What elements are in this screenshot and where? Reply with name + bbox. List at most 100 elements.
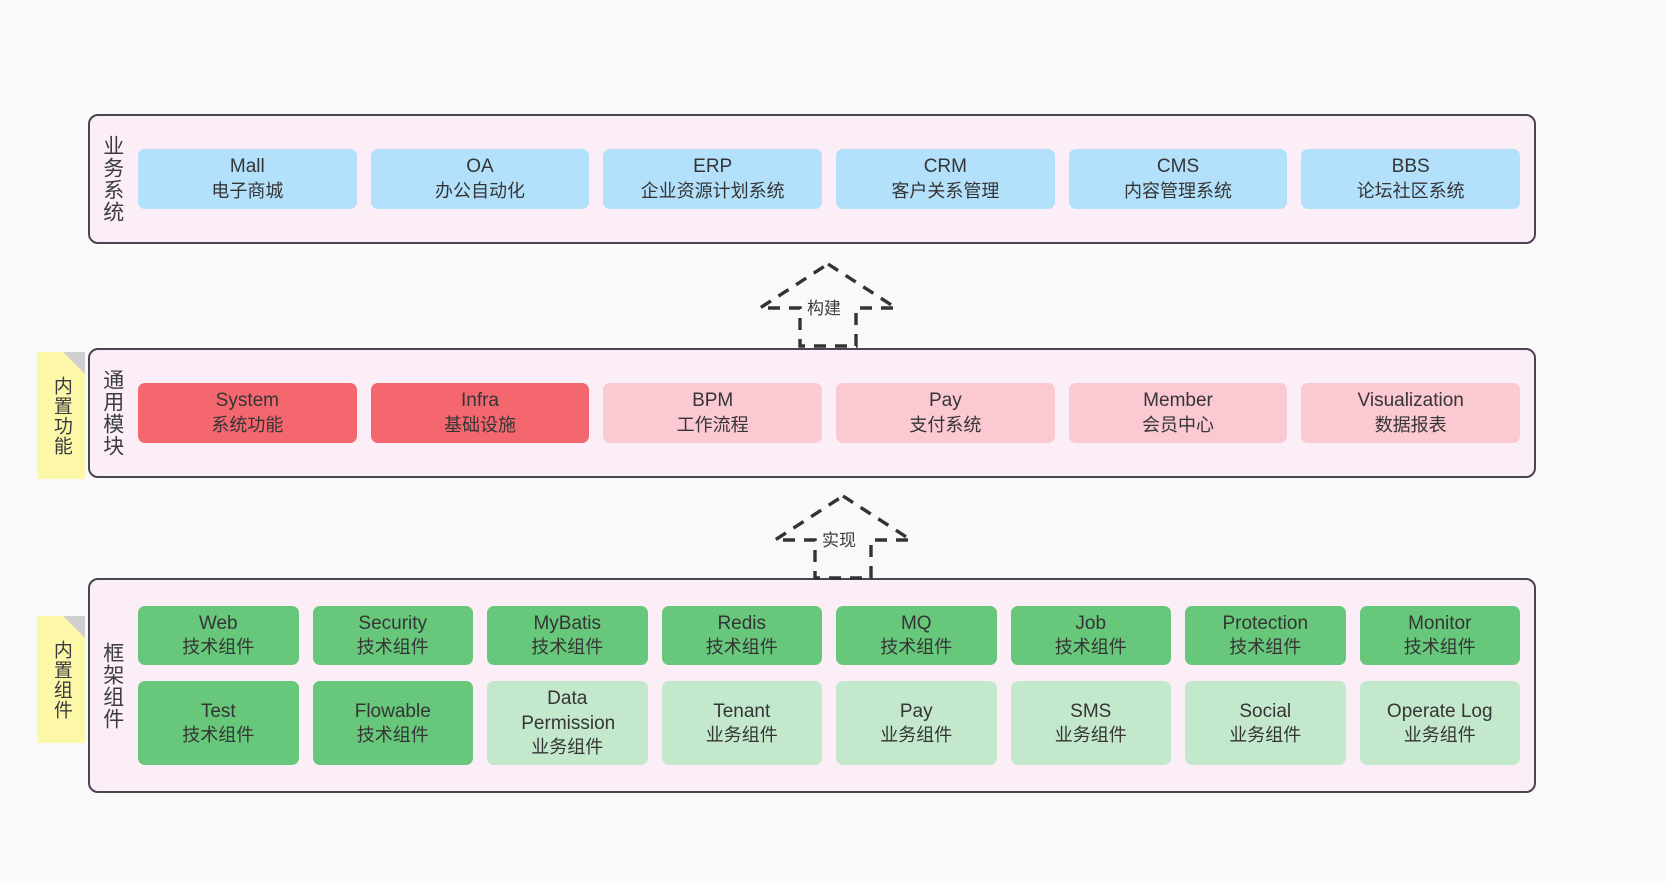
layer-common-modules: 通用模块 System 系统功能 Infra 基础设施 BPM 工作流程 Pay…: [88, 348, 1536, 478]
node-title: Member: [1143, 390, 1213, 412]
node-bbs[interactable]: BBS 论坛社区系统: [1301, 149, 1521, 209]
node-system[interactable]: System 系统功能: [138, 383, 357, 443]
node-pay-business[interactable]: Pay 业务组件: [836, 681, 997, 765]
node-title: ERP: [693, 156, 733, 178]
node-cms[interactable]: CMS 内容管理系统: [1068, 149, 1288, 209]
node-subtitle: 技术组件: [182, 724, 255, 745]
node-subtitle: 技术组件: [1403, 637, 1476, 658]
node-title: Security: [358, 613, 428, 634]
note-fold-corner: [63, 352, 85, 374]
connector-build-label: 构建: [807, 299, 841, 318]
note-fold-corner: [63, 616, 85, 638]
connector-build: 构建: [754, 258, 902, 348]
node-title: Infra: [460, 390, 500, 412]
node-subtitle: 办公自动化: [435, 180, 525, 201]
layer-framework-components: 框架组件 Web 技术组件 Security 技术组件 MyBatis 技术组件…: [88, 578, 1536, 793]
node-subtitle: 技术组件: [1229, 637, 1302, 658]
node-title: Redis: [717, 613, 767, 634]
node-crm[interactable]: CRM 客户关系管理: [836, 149, 1055, 209]
node-subtitle: 技术组件: [531, 637, 604, 658]
node-title: CRM: [923, 156, 967, 178]
node-title: Visualization: [1357, 390, 1464, 412]
node-erp[interactable]: ERP 企业资源计划系统: [603, 149, 823, 209]
node-subtitle: 技术组件: [880, 637, 953, 658]
node-subtitle: 论坛社区系统: [1356, 180, 1465, 201]
node-visualization[interactable]: Visualization 数据报表: [1301, 383, 1521, 443]
node-subtitle: 技术组件: [356, 724, 429, 745]
node-row: System 系统功能 Infra 基础设施 BPM 工作流程 Pay 支付系统…: [138, 383, 1521, 443]
node-job[interactable]: Job 技术组件: [1010, 606, 1171, 666]
node-mall[interactable]: Mall 电子商城: [138, 149, 357, 209]
node-test[interactable]: Test 技术组件: [138, 681, 299, 765]
node-subtitle: 数据报表: [1374, 414, 1447, 435]
node-title: Operate Log: [1386, 700, 1493, 722]
node-title: MyBatis: [533, 613, 602, 634]
node-title: Pay: [899, 700, 933, 722]
node-security[interactable]: Security 技术组件: [312, 606, 473, 666]
node-row: Web 技术组件 Security 技术组件 MyBatis 技术组件 Redi…: [138, 606, 1520, 666]
node-title: Mall: [229, 156, 265, 178]
node-subtitle: 技术组件: [705, 637, 778, 658]
note-builtin-components: 内置组件: [37, 616, 85, 743]
node-title: Test: [200, 700, 236, 722]
node-tenant[interactable]: Tenant 业务组件: [661, 681, 822, 765]
connector-implement: 实现: [769, 490, 917, 580]
connector-implement-label: 实现: [822, 531, 856, 550]
note-label: 内置组件: [50, 639, 72, 720]
node-subtitle: 技术组件: [1054, 637, 1127, 658]
node-subtitle: 电子商城: [211, 180, 284, 201]
node-infra[interactable]: Infra 基础设施: [370, 383, 590, 443]
node-web[interactable]: Web 技术组件: [138, 606, 299, 666]
layer-body-framework-components: Web 技术组件 Security 技术组件 MyBatis 技术组件 Redi…: [134, 580, 1534, 791]
node-sms[interactable]: SMS 业务组件: [1010, 681, 1171, 765]
node-subtitle: 技术组件: [182, 637, 255, 658]
node-operate-log[interactable]: Operate Log 业务组件: [1359, 681, 1520, 765]
node-monitor[interactable]: Monitor 技术组件: [1359, 606, 1520, 666]
node-title: BPM: [692, 390, 734, 412]
node-subtitle: 业务组件: [1054, 724, 1127, 745]
node-protection[interactable]: Protection 技术组件: [1185, 606, 1346, 666]
node-subtitle: 系统功能: [211, 414, 284, 435]
node-row: Test 技术组件 Flowable 技术组件 Data Permission …: [138, 681, 1520, 765]
layer-title-framework-components: 框架组件: [100, 641, 124, 730]
layer-body-common-modules: System 系统功能 Infra 基础设施 BPM 工作流程 Pay 支付系统…: [134, 350, 1534, 476]
node-redis[interactable]: Redis 技术组件: [661, 606, 822, 666]
layer-title-common-modules: 通用模块: [100, 369, 124, 457]
node-pay[interactable]: Pay 支付系统: [836, 383, 1055, 443]
node-title: CMS: [1156, 156, 1200, 178]
node-bpm[interactable]: BPM 工作流程: [603, 383, 823, 443]
node-title: Protection: [1222, 613, 1309, 634]
node-mq[interactable]: MQ 技术组件: [836, 606, 997, 666]
node-title: System: [215, 390, 280, 412]
node-subtitle: 基础设施: [444, 414, 516, 435]
node-social[interactable]: Social 业务组件: [1185, 681, 1346, 765]
node-subtitle: 支付系统: [909, 414, 982, 435]
node-subtitle: 业务组件: [705, 724, 778, 745]
node-title: MQ: [900, 613, 932, 634]
node-subtitle: 企业资源计划系统: [640, 180, 785, 201]
node-flowable[interactable]: Flowable 技术组件: [312, 681, 473, 765]
node-data-permission[interactable]: Data Permission 业务组件: [487, 681, 648, 765]
generalization-arrow-icon: [769, 493, 917, 580]
node-subtitle: 业务组件: [880, 724, 953, 745]
node-subtitle: 会员中心: [1142, 414, 1215, 435]
node-subtitle: 业务组件: [1229, 724, 1302, 745]
node-subtitle: 业务组件: [1403, 724, 1476, 745]
node-mybatis[interactable]: MyBatis 技术组件: [487, 606, 648, 666]
node-member[interactable]: Member 会员中心: [1068, 383, 1288, 443]
node-oa[interactable]: OA 办公自动化: [370, 149, 590, 209]
layer-body-business-system: Mall 电子商城 OA 办公自动化 ERP 企业资源计划系统 CRM 客户关系…: [134, 116, 1534, 242]
note-label: 内置功能: [50, 375, 72, 456]
generalization-arrow-icon: [754, 261, 902, 348]
node-title: Monitor: [1408, 613, 1472, 634]
node-title: Flowable: [354, 700, 431, 722]
node-subtitle: 业务组件: [531, 736, 604, 757]
node-title: Social: [1239, 700, 1292, 722]
node-title: OA: [466, 156, 494, 178]
node-subtitle: 内容管理系统: [1124, 180, 1233, 201]
node-title: Tenant: [713, 700, 771, 722]
node-title: Data Permission: [521, 688, 616, 734]
node-row: Mall 电子商城 OA 办公自动化 ERP 企业资源计划系统 CRM 客户关系…: [138, 149, 1521, 209]
node-title: SMS: [1070, 700, 1112, 722]
